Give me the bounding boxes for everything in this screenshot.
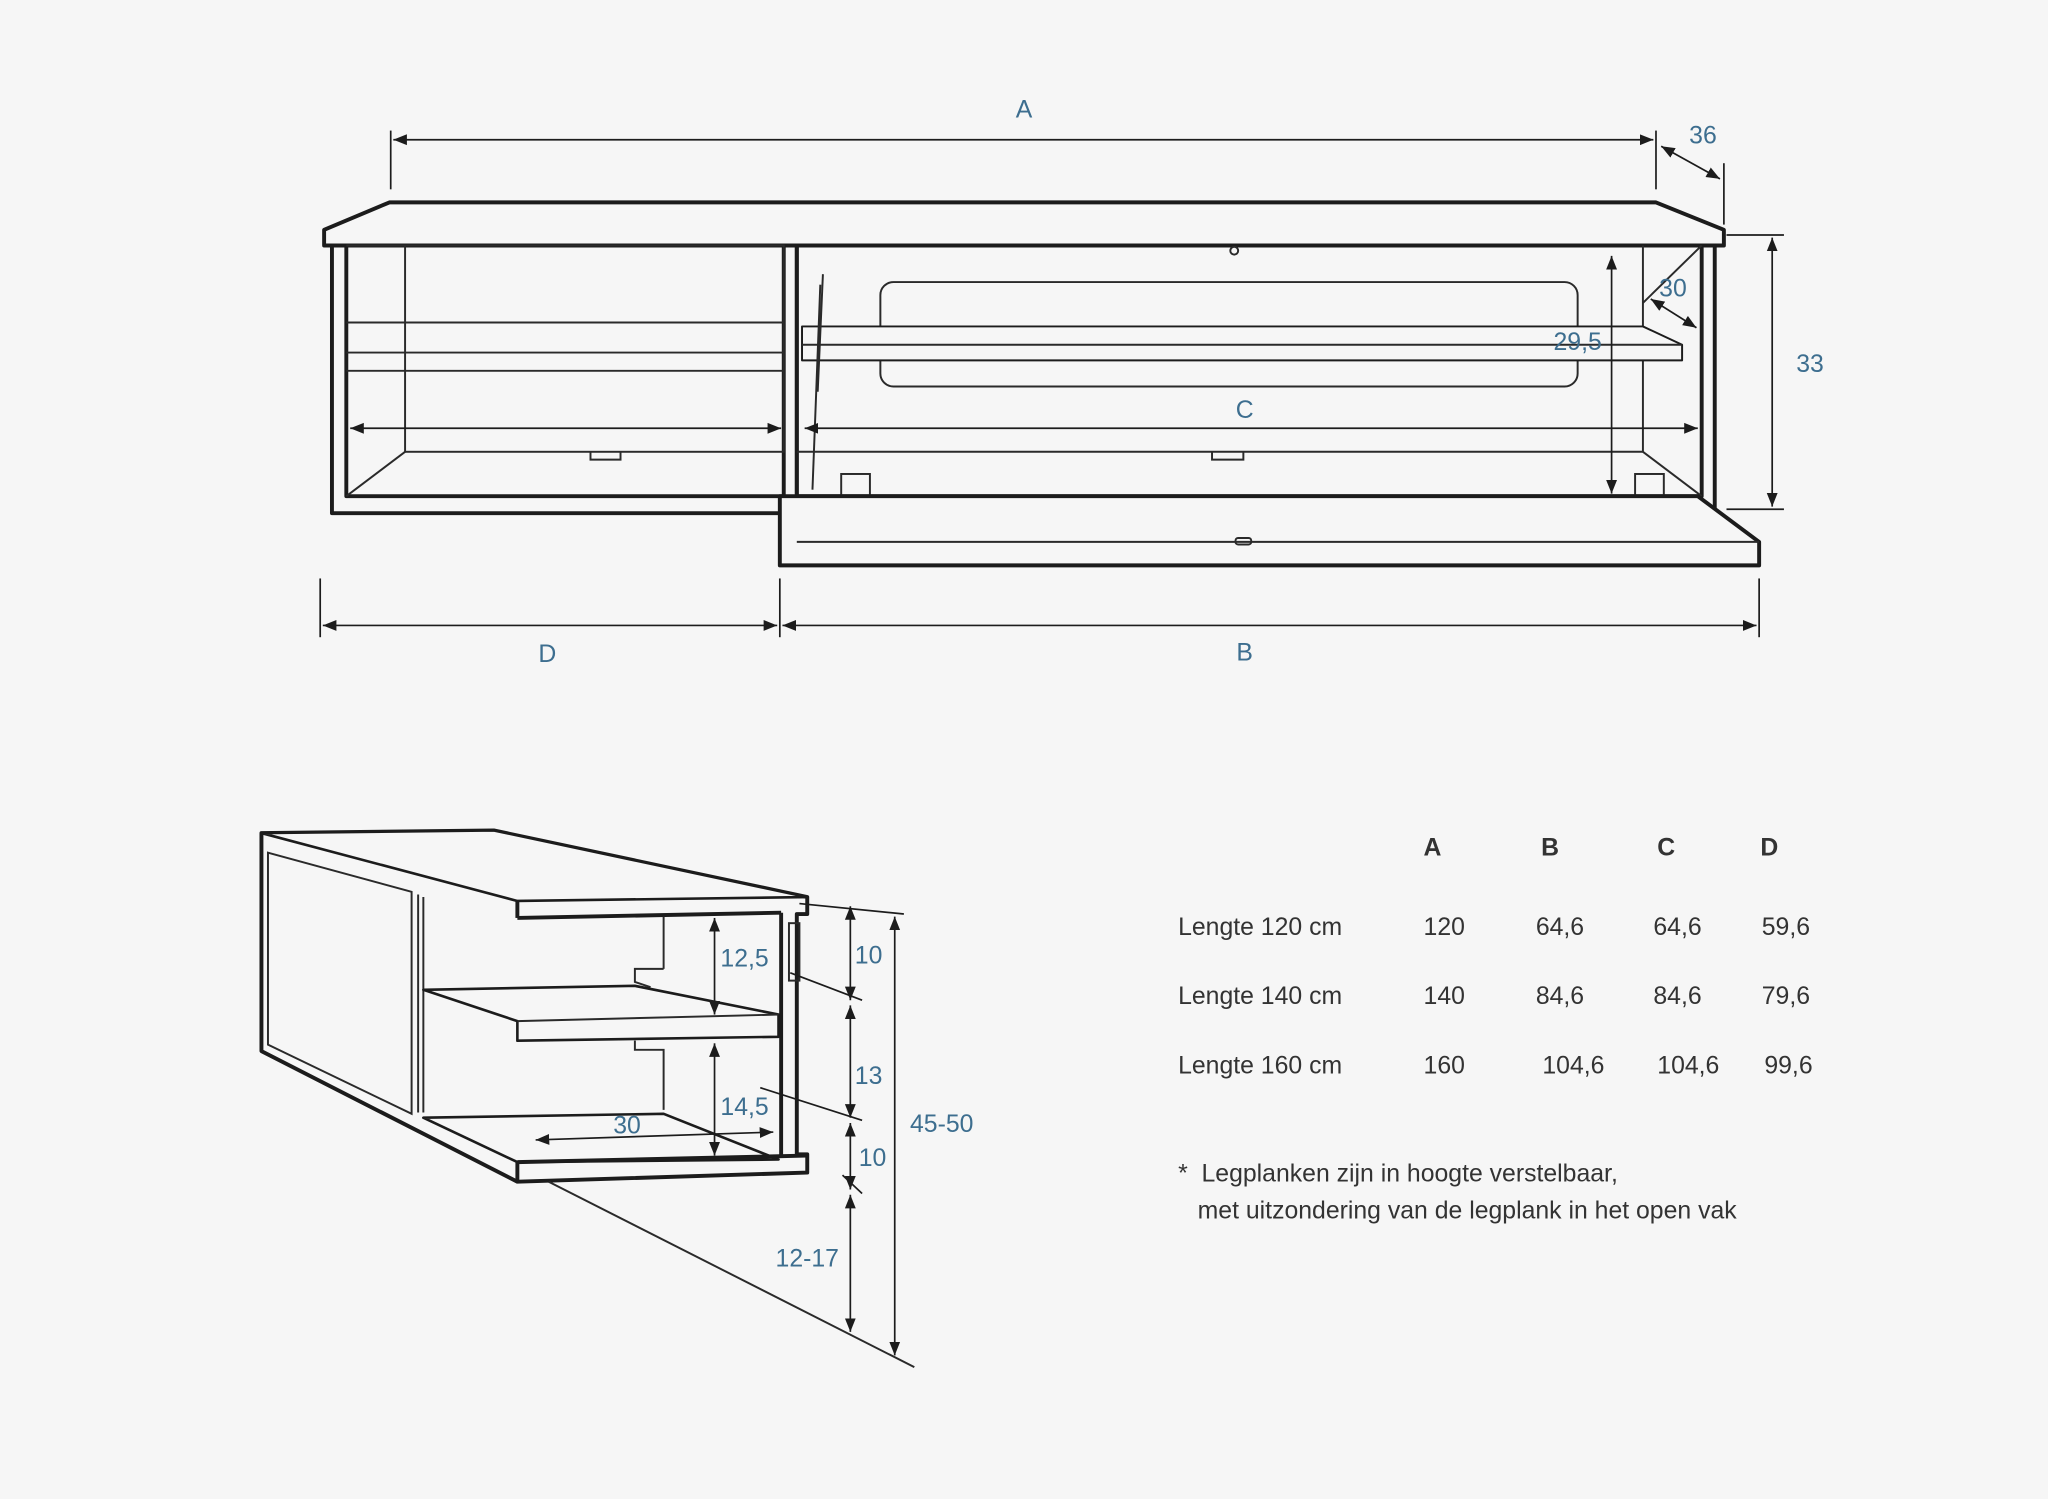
table-cell: 79,6 bbox=[1762, 983, 1810, 1010]
table-cell: 104,6 bbox=[1542, 1052, 1604, 1079]
table-cell: 99,6 bbox=[1764, 1052, 1812, 1079]
label-top-section: 10 bbox=[855, 943, 883, 970]
table-cell: met uitzondering van de legplank in het … bbox=[1198, 1197, 1738, 1224]
front-view-cabinet bbox=[322, 200, 1762, 568]
table-cell: * Legplanken zijn in hoogte verstelbaar, bbox=[1178, 1161, 1618, 1188]
front-view-dimensions: A 36 33 30 29,5 C D B bbox=[319, 97, 1824, 668]
side-view-cabinet bbox=[259, 828, 915, 1368]
table-cell: 59,6 bbox=[1762, 914, 1810, 941]
label-inner-height: 29,5 bbox=[1554, 329, 1602, 356]
label-c: C bbox=[1236, 397, 1254, 424]
header-c: C bbox=[1657, 834, 1675, 861]
table-cell: Lengte 160 cm bbox=[1178, 1052, 1342, 1079]
label-middle-section: 13 bbox=[855, 1063, 883, 1090]
open-flap bbox=[777, 494, 1762, 568]
label-depth: 36 bbox=[1689, 123, 1717, 150]
table-cell: 64,6 bbox=[1653, 914, 1701, 941]
label-bottom-section: 10 bbox=[859, 1145, 887, 1172]
label-shelf-depth: 30 bbox=[613, 1112, 641, 1139]
table-cell: 140 bbox=[1424, 983, 1465, 1010]
table-cell: Lengte 140 cm bbox=[1178, 983, 1342, 1010]
label-total-height: 45-50 bbox=[910, 1111, 973, 1138]
table-cell: 84,6 bbox=[1653, 983, 1701, 1010]
label-upper-space: 12,5 bbox=[720, 945, 768, 972]
label-b: B bbox=[1236, 640, 1253, 667]
label-a: A bbox=[1016, 97, 1033, 124]
dimension-table: A B C D Lengte 120 cm 120 64,6 64,6 59,6… bbox=[1178, 834, 1813, 1079]
table-cell: 160 bbox=[1424, 1052, 1465, 1079]
table-row: Lengte 160 cm 160 104,6 104,6 99,6 bbox=[1178, 1052, 1813, 1079]
gas-strut bbox=[811, 274, 824, 490]
footnote: * Legplanken zijn in hoogte verstelbaar,… bbox=[1178, 1161, 1737, 1225]
table-cell: 64,6 bbox=[1536, 914, 1584, 941]
label-inner-depth: 30 bbox=[1659, 275, 1687, 302]
side-view-dimensions: 12,5 14,5 30 10 13 10 12-17 45-50 bbox=[535, 902, 973, 1356]
table-cell: 84,6 bbox=[1536, 983, 1584, 1010]
label-d: D bbox=[538, 641, 556, 668]
header-a: A bbox=[1424, 834, 1442, 861]
header-b: B bbox=[1541, 834, 1559, 861]
table-row: Lengte 120 cm 120 64,6 64,6 59,6 bbox=[1178, 914, 1810, 941]
wall-line bbox=[548, 1180, 915, 1368]
label-floor-clearance: 12-17 bbox=[776, 1246, 839, 1273]
table-cell: Lengte 120 cm bbox=[1178, 914, 1342, 941]
table-cell: 120 bbox=[1424, 914, 1465, 941]
header-d: D bbox=[1760, 834, 1778, 861]
table-row: Lengte 140 cm 140 84,6 84,6 79,6 bbox=[1178, 983, 1810, 1010]
table-cell: 104,6 bbox=[1657, 1052, 1719, 1079]
label-lower-space: 14,5 bbox=[720, 1094, 768, 1121]
label-height: 33 bbox=[1796, 351, 1824, 378]
